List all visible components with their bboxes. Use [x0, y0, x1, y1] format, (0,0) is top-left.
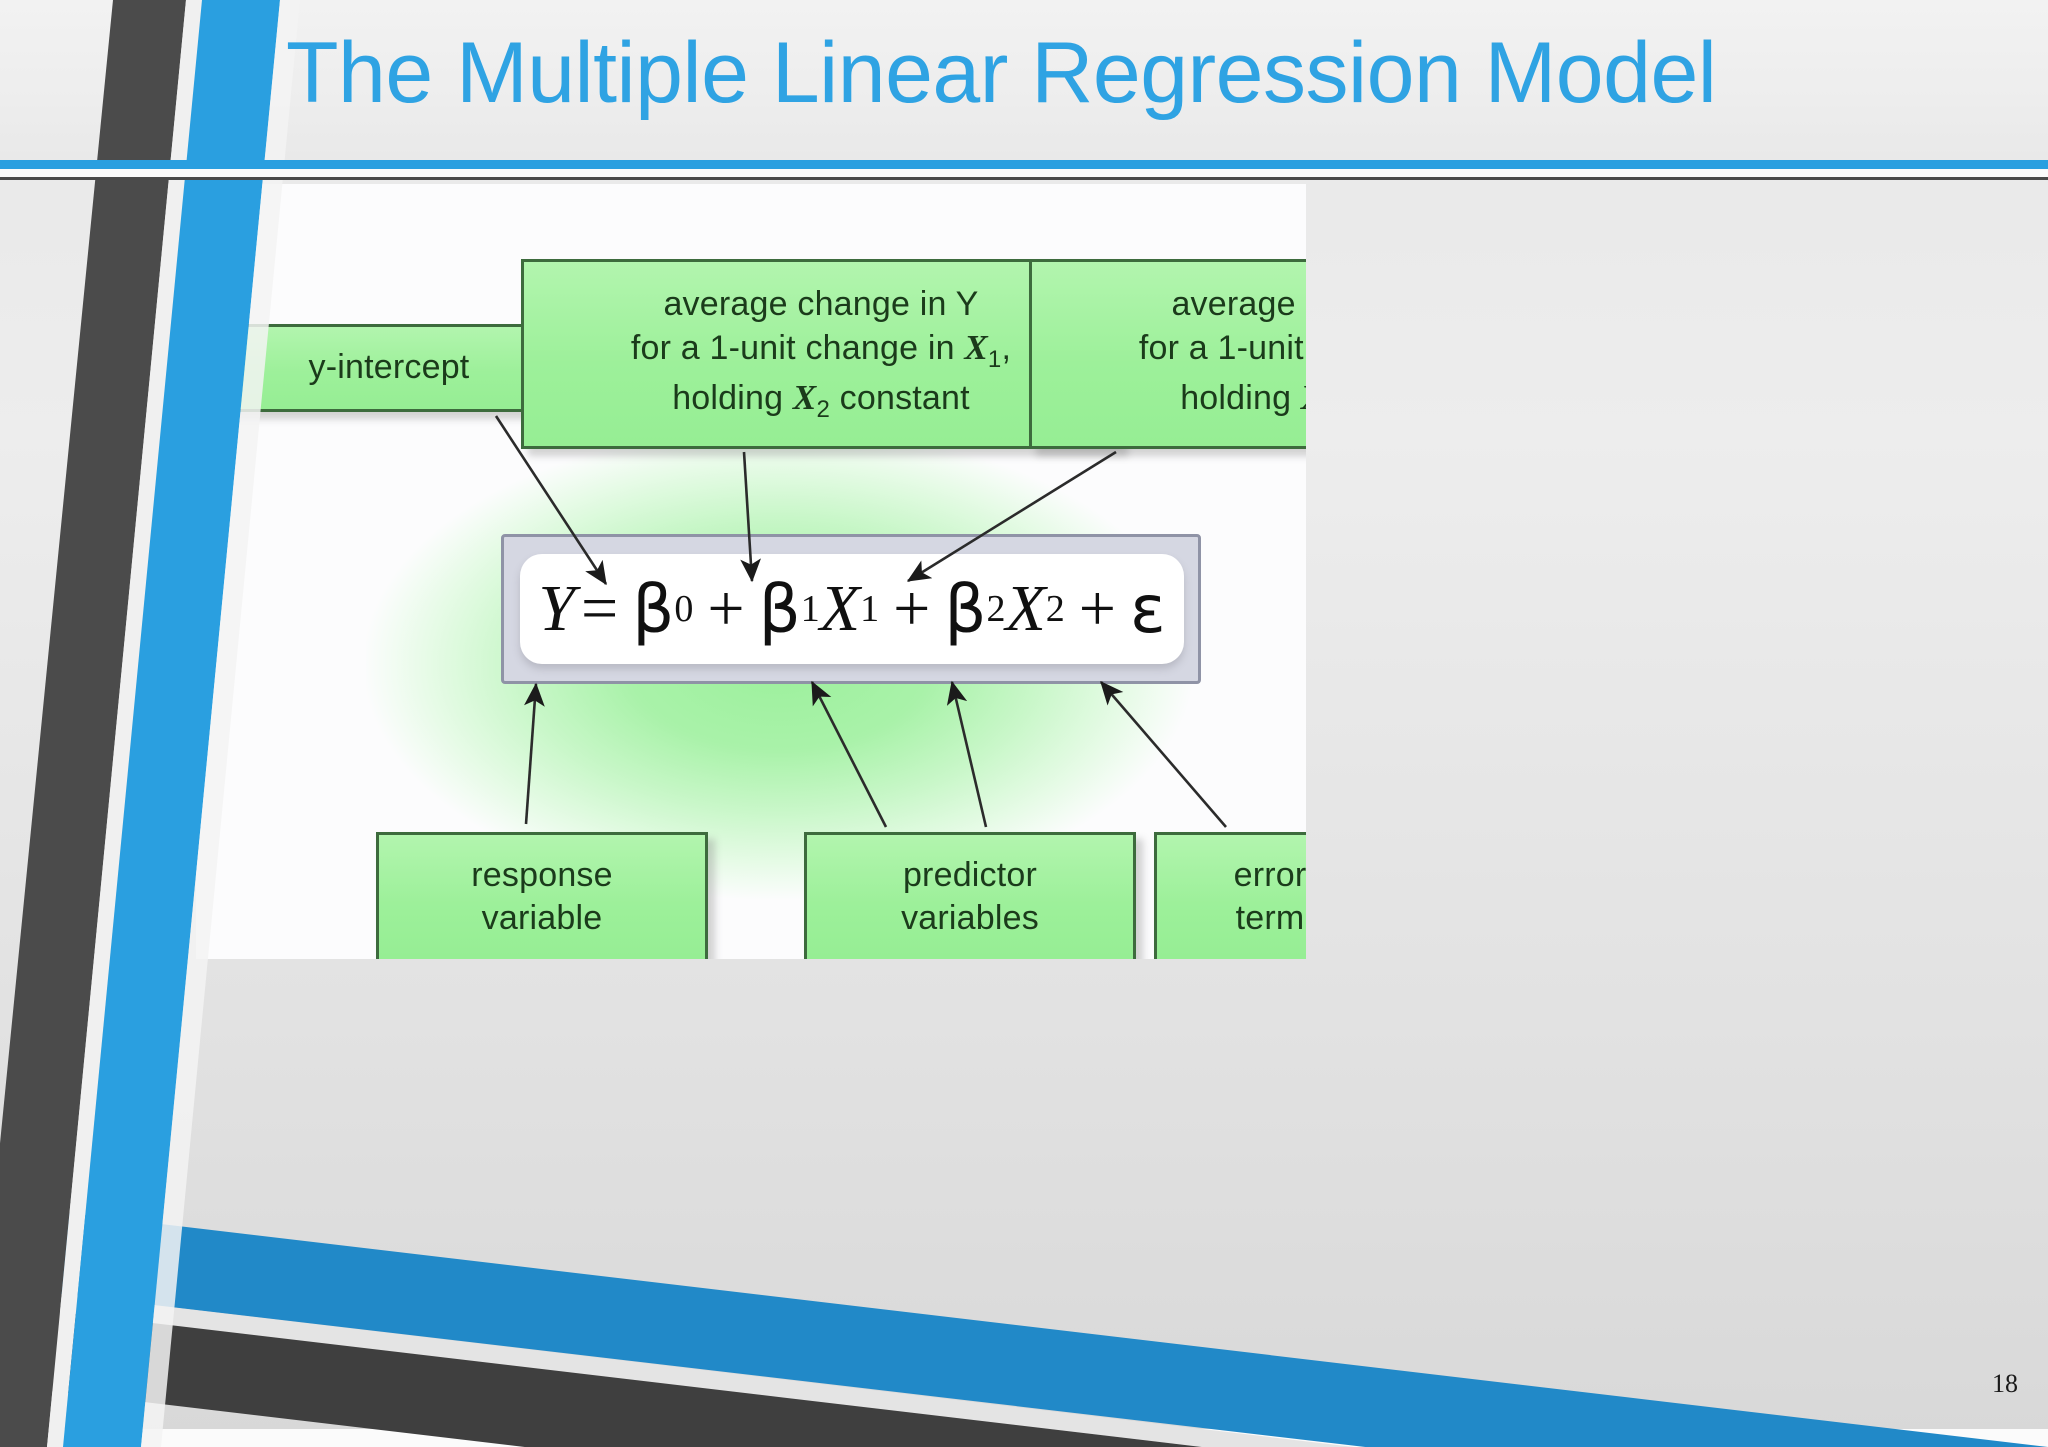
beta1-line2-pre: for a 1-unit change in	[630, 329, 965, 368]
equation-beta1-sub: 1	[800, 588, 820, 630]
beta1-line3-post: constant	[830, 378, 970, 417]
equation-beta0: β	[632, 570, 675, 648]
callout-box-beta1[interactable]: average change in Y for a 1-unit change …	[521, 259, 1121, 449]
equation-x1-sub: 1	[860, 588, 880, 630]
equation-x2-sub: 2	[1045, 588, 1065, 630]
beta1-line3-var: X	[792, 377, 817, 417]
callout-beta1-line3: holding X2 constant	[631, 376, 1011, 425]
callout-box-beta2[interactable]: average change in Y for a 1-unit change …	[1029, 259, 1306, 449]
beta2-line2-pre: for a 1-unit change in	[1138, 329, 1306, 368]
callout-text-beta2: average change in Y for a 1-unit change …	[1139, 283, 1306, 425]
equation-plus-3: +	[1078, 572, 1116, 645]
callout-beta1-line2: for a 1-unit change in X1,	[631, 326, 1011, 375]
callout-text-response: response variable	[471, 854, 612, 940]
beta1-line3-pre: holding	[672, 378, 793, 417]
content-panel: y-intercept average change in Y for a 1-…	[196, 184, 1306, 959]
header-dark-rule	[0, 177, 2048, 180]
page-title: The Multiple Linear Regression Model	[286, 25, 1717, 121]
callout-beta2-line2: for a 1-unit change in X2,	[1139, 326, 1306, 375]
footer-strip	[0, 1429, 2048, 1447]
callout-response-line1: response	[471, 855, 613, 894]
equation-lhs: Y	[538, 572, 576, 645]
beta1-line2-post: ,	[1001, 329, 1012, 368]
callout-response-line2: variable	[481, 899, 603, 937]
callout-error-line1: error	[1233, 855, 1306, 894]
header-rule-gap	[0, 169, 2048, 177]
beta2-line3-pre: holding	[1180, 378, 1301, 417]
decorative-bottom-stripes	[0, 1205, 2048, 1447]
slide-header-band	[0, 0, 2048, 170]
page-number: 18	[1992, 1369, 2018, 1398]
callout-box-error-term[interactable]: error term	[1154, 832, 1306, 959]
equation-equals: =	[581, 572, 619, 645]
callout-box-predictor-variables[interactable]: predictor variables	[804, 832, 1136, 959]
callout-error-line2: term	[1235, 899, 1305, 937]
beta1-line2-sub: 1	[987, 346, 1002, 374]
header-blue-rule	[0, 160, 2048, 169]
dark-bottom-stripe	[0, 1305, 1202, 1447]
callout-box-response-variable[interactable]: response variable	[376, 832, 708, 959]
callout-box-y-intercept[interactable]: y-intercept	[224, 324, 554, 412]
dark-diagonal-stripe	[0, 0, 186, 1447]
equation-plus-2: +	[893, 572, 931, 645]
diagonal-separator-light	[47, 0, 202, 1447]
equation-beta1: β	[758, 570, 801, 648]
equation-beta2-sub: 2	[986, 588, 1006, 630]
equation-x1: X	[819, 572, 861, 645]
beta1-line3-sub: 2	[816, 395, 831, 423]
equation-epsilon: ε	[1130, 570, 1166, 648]
diagram-canvas: y-intercept average change in Y for a 1-…	[196, 184, 1306, 959]
callout-text-error: error term	[1234, 854, 1306, 940]
callout-text-beta1: average change in Y for a 1-unit change …	[631, 283, 1011, 425]
bottom-stripe-separator	[0, 1287, 1355, 1447]
equation-x2: X	[1005, 572, 1046, 645]
callout-predictor-line2: variables	[901, 899, 1039, 937]
callout-beta2-line1: average change in Y	[1171, 285, 1306, 324]
equation-beta0-sub: 0	[674, 588, 694, 630]
equation-beta2: β	[944, 570, 987, 648]
callout-beta2-line3: holding X1 constant	[1139, 376, 1306, 425]
beta2-line3-var: X	[1301, 378, 1306, 417]
callout-beta1-line1: average change in Y	[663, 285, 979, 324]
callout-predictor-line1: predictor	[902, 855, 1038, 894]
callout-label-y-intercept: y-intercept	[308, 348, 470, 387]
equation-plus-1: +	[707, 572, 745, 645]
blue-bottom-stripe	[0, 1205, 2048, 1447]
beta1-line2-var: X	[964, 328, 988, 368]
callout-text-predictor: predictor variables	[901, 854, 1039, 940]
